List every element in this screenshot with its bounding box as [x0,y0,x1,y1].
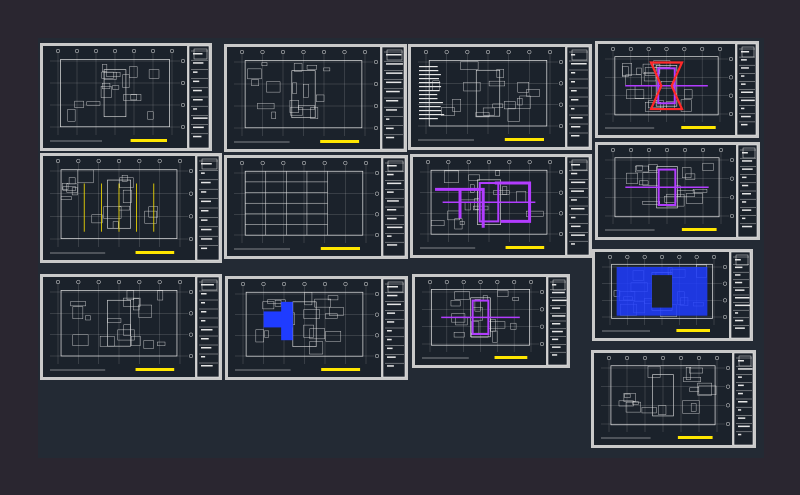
system-overlay [625,168,709,206]
drawing-sheet-section-elevation[interactable] [224,155,408,259]
drawing-linework [605,46,734,122]
drawing-linework [420,159,564,242]
drawing-sheet-water-supply[interactable] [225,276,408,380]
drawing-sheet-fire-protection[interactable] [595,41,759,138]
title-block [196,155,220,261]
drawing-sheet-structural-grid[interactable] [40,153,222,263]
sheet-drawing-canvas [228,278,406,378]
system-overlay [616,266,708,316]
system-overlay [263,301,293,341]
drawing-linework [234,49,379,136]
title-block [737,144,758,238]
sheet-drawing-canvas [598,144,758,238]
system-overlay [83,183,155,232]
sheet-drawing-canvas [594,352,754,446]
drawing-linework [418,49,564,134]
system-overlay [625,61,708,111]
title-block [382,157,406,257]
drawing-sheet-drainage-plan[interactable] [412,274,570,368]
title-block [382,278,406,378]
sheet-drawing-canvas [43,276,220,378]
sheet-drawing-canvas [413,156,590,256]
title-block [547,276,568,366]
drawing-sheet-floor-plan-1[interactable] [40,43,212,151]
drawing-linework [235,281,380,364]
drawing-sheet-hvac-plan[interactable] [595,142,760,240]
cad-modelspace[interactable] [38,38,764,458]
title-block [736,43,757,136]
sheet-drawing-canvas [227,46,405,150]
title-block [566,46,590,148]
drawing-sheet-grid-plan[interactable] [40,274,222,380]
drawing-linework [422,279,545,352]
drawing-linework [50,48,186,135]
sheet-drawing-canvas [43,45,210,149]
title-block [196,276,220,378]
sheet-drawing-canvas [43,155,220,261]
system-overlay [441,299,520,336]
drawing-sheet-roof-plan[interactable] [591,350,756,448]
sheet-drawing-canvas [595,251,751,339]
drawing-linework [50,279,194,364]
drawing-sheet-electrical-plan[interactable] [592,249,753,341]
sheet-drawing-canvas [227,157,406,257]
drawing-linework [601,355,731,432]
title-block [381,46,405,150]
system-overlay [435,181,536,228]
drawing-linework [605,147,735,224]
drawing-sheet-ductwork-layout[interactable] [410,154,592,258]
sheet-drawing-canvas [598,43,757,136]
sheet-drawing-canvas [411,46,590,148]
title-block [188,45,210,149]
drawing-sheet-floor-plan-2[interactable] [224,44,407,152]
title-block [733,352,754,446]
drawing-linework [234,160,380,243]
title-block [566,156,590,256]
title-block [730,251,751,339]
sheet-drawing-canvas [415,276,568,366]
drawing-sheet-floor-plan-legend[interactable] [408,44,592,150]
